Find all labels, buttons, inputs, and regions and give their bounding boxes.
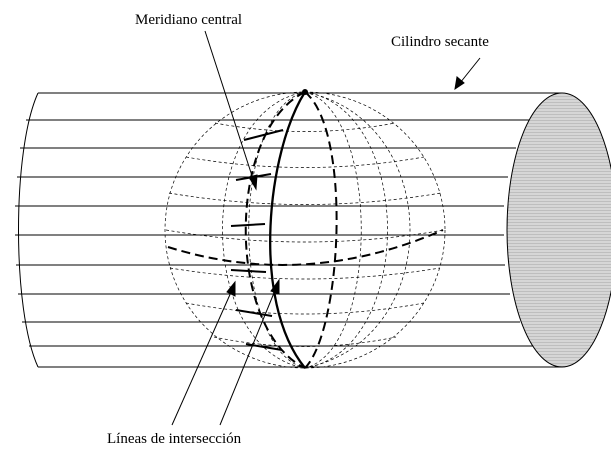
arrow-cilindro-secante <box>454 57 481 91</box>
equator-heavy <box>167 229 444 266</box>
north-pole-dot <box>302 89 308 95</box>
arrow-meridiano-central <box>204 30 258 191</box>
central-meridian <box>269 91 306 369</box>
arrow-lineas-left <box>171 280 236 426</box>
cylinder <box>15 92 611 368</box>
intersection-lines <box>167 91 444 369</box>
globe-outline <box>164 91 446 369</box>
cylinder-left-end <box>18 92 39 368</box>
cylinder-right-end <box>506 92 611 368</box>
strip-segments <box>230 129 284 351</box>
leader-arrows <box>171 30 481 426</box>
meridiano-central-label: Meridiano central <box>135 12 243 28</box>
intersection-line-left <box>244 91 306 369</box>
arrow-lineas-right <box>219 278 280 426</box>
cilindro-secante-label: Cilindro secante <box>391 34 489 50</box>
intersection-line-right <box>304 91 338 369</box>
cylinder-generatrix-lines <box>15 119 538 347</box>
globe-graticule <box>164 91 446 369</box>
lineas-interseccion-label: Líneas de intersección <box>107 431 242 447</box>
